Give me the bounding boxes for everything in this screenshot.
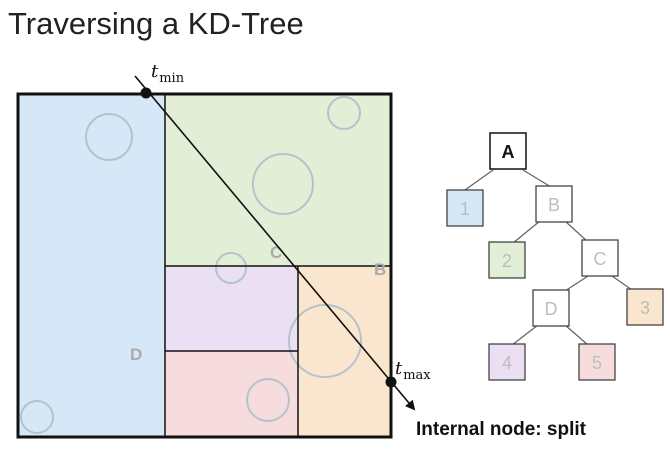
region-label-b: B xyxy=(374,260,386,279)
tree-node-d: D xyxy=(532,289,570,327)
region-label-c: C xyxy=(270,243,282,262)
tree-leaf-2: 2 xyxy=(488,241,526,279)
scene-circles xyxy=(20,96,362,434)
scene-circle xyxy=(327,96,361,130)
tree-node-b: B xyxy=(535,185,573,223)
tree-edge xyxy=(512,220,541,244)
region-leaf-5 xyxy=(165,351,298,437)
scene-circle xyxy=(288,304,362,378)
scene-circle xyxy=(20,400,54,434)
slide-title: Traversing a KD-Tree xyxy=(8,6,304,41)
t-min-point xyxy=(140,87,152,99)
tree-edge xyxy=(464,169,494,191)
tree-edge xyxy=(564,220,589,243)
tree-leaf-5: 5 xyxy=(578,343,616,381)
tree-edges xyxy=(464,169,636,346)
scene-bounds-frame xyxy=(16,92,393,439)
tree-leaf-1: 1 xyxy=(446,189,484,227)
ray-line xyxy=(134,75,416,411)
tree-leaf-3: 3 xyxy=(626,288,664,326)
ray: tmin tmax xyxy=(134,61,431,411)
scene-circle xyxy=(215,252,247,284)
tree-leaf-3-label: 3 xyxy=(640,298,650,318)
tree-leaf-4-label: 4 xyxy=(502,353,512,373)
kd-tree: A 1 B 2 C D 3 4 xyxy=(446,132,664,381)
tree-node-c-label: C xyxy=(594,249,607,269)
tree-leaf-2-label: 2 xyxy=(502,251,512,271)
tree-edge xyxy=(511,324,539,346)
caption: Internal node: split xyxy=(416,419,587,440)
region-leaf-4 xyxy=(165,266,298,351)
space-partition: C B D xyxy=(16,92,393,439)
split-lines xyxy=(164,94,391,437)
tree-leaf-5-label: 5 xyxy=(592,353,602,373)
tree-node-d-label: D xyxy=(545,299,558,319)
region-leaf-1 xyxy=(18,94,165,437)
scene-circle xyxy=(252,153,314,215)
region-leaf-2 xyxy=(165,94,391,266)
tree-node-a: A xyxy=(489,132,527,170)
tree-node-a-label: A xyxy=(502,142,515,162)
region-label-d: D xyxy=(130,345,142,364)
t-max-point xyxy=(385,376,397,388)
region-leaf-3 xyxy=(298,266,391,437)
tree-leaf-1-label: 1 xyxy=(460,199,470,219)
scene-circle xyxy=(246,378,290,422)
tree-leaf-4: 4 xyxy=(488,343,526,381)
tree-edge xyxy=(564,324,589,346)
scene-circle xyxy=(85,113,133,161)
t-min-label: tmin xyxy=(151,61,185,86)
tree-edge xyxy=(522,169,552,188)
tree-node-b-label: B xyxy=(548,195,560,215)
t-max-label: tmax xyxy=(395,358,431,383)
tree-node-c: C xyxy=(581,239,619,277)
